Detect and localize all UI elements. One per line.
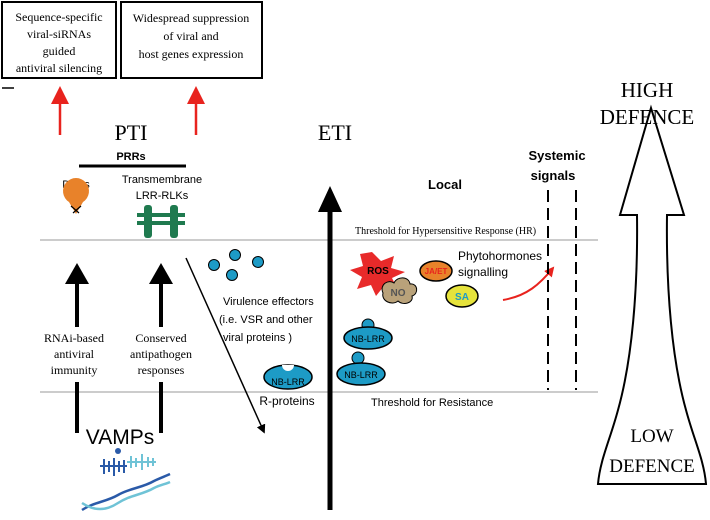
high-defence-line-1: DEFENCE	[600, 105, 695, 129]
phyto-line-0: Phytohormones	[458, 249, 542, 263]
box-right-line-2: host genes expression	[139, 47, 244, 61]
low-defence-line-0: LOW	[630, 426, 673, 447]
systemic-red-arrow	[502, 266, 555, 301]
svg-text:NB-LRR: NB-LRR	[351, 334, 385, 344]
pti-arrow-right	[149, 263, 173, 327]
box-right-line-0: Widespread suppression	[133, 11, 250, 25]
transmembrane-line-0: Transmembrane	[122, 174, 202, 186]
ja-et-hormone-icon: JA/ET	[419, 260, 453, 282]
low-defence-line-1: DEFENCE	[609, 456, 695, 477]
red-arrow-left	[51, 86, 69, 135]
svg-text:JA/ET: JA/ET	[425, 267, 448, 276]
svg-text:NB-LRR: NB-LRR	[344, 370, 378, 380]
box-left-line-2: guided	[43, 44, 76, 58]
high-defence-line-0: HIGH	[621, 78, 674, 102]
systemic-line-1: signals	[531, 168, 576, 183]
svg-text:NO: NO	[391, 288, 406, 299]
eti-title: ETI	[318, 120, 352, 145]
systemic-line-0: Systemic	[528, 148, 585, 163]
rnai-line-1: antiviral	[54, 347, 95, 361]
box-left-line-0: Sequence-specific	[15, 10, 102, 24]
resistance-threshold-label: Threshold for Resistance	[371, 397, 493, 409]
rnai-line-2: immunity	[51, 363, 98, 377]
effector-particles	[208, 249, 264, 281]
nb-lrr-left: NB-LRR	[263, 364, 313, 390]
box-widespread-suppression	[120, 1, 263, 79]
no-cloud-icon: NO	[381, 277, 418, 304]
box-left-line-3: antiviral silencing	[16, 61, 102, 75]
prrs-label: PRRs	[116, 151, 145, 163]
conserved-line-2: responses	[138, 363, 185, 377]
defence-gradient-arrow	[596, 104, 708, 485]
viral-protein-icon	[127, 454, 156, 470]
conserved-line-1: antipathogen	[130, 347, 192, 361]
virulence-line-1: (i.e. VSR and other	[219, 314, 313, 326]
nb-lrr-middle: NB-LRR	[343, 318, 393, 350]
r-proteins-label: R-proteins	[259, 394, 314, 408]
virulence-line-2: viral proteins )	[223, 332, 292, 344]
svg-text:ROS: ROS	[367, 266, 389, 277]
box-left-line-1: viral-siRNAs	[27, 27, 91, 41]
box-sequence-specific	[1, 1, 117, 79]
dna-helix-icon	[81, 472, 171, 512]
svg-text:SA: SA	[455, 292, 469, 303]
lrr-rlk-receptor-icon	[137, 205, 185, 238]
hr-threshold-label: Threshold for Hypersensitive Response (H…	[355, 226, 536, 237]
transmembrane-line-1: LRR-RLKs	[136, 190, 189, 202]
rnai-line-0: RNAi-based	[44, 331, 104, 345]
eti-vertical-arrow	[318, 186, 342, 510]
pti-title: PTI	[115, 120, 148, 145]
effector-diagonal-arrow	[185, 257, 266, 434]
svg-text:NB-LRR: NB-LRR	[271, 377, 305, 387]
pti-arrow-left	[65, 263, 89, 327]
local-label: Local	[428, 177, 462, 192]
conserved-line-0: Conserved	[135, 331, 186, 345]
virulence-line-0: Virulence effectors	[223, 296, 314, 308]
red-arrow-right	[187, 86, 205, 135]
viral-rna-icon	[100, 448, 127, 476]
sa-hormone-icon: SA	[445, 284, 479, 308]
dcl-pacman-icon	[63, 178, 89, 214]
phyto-line-1: signalling	[458, 265, 508, 279]
vamps-label: VAMPs	[86, 426, 154, 449]
box-right-line-1: of viral and	[163, 29, 218, 43]
nb-lrr-bottom: NB-LRR	[336, 351, 386, 386]
